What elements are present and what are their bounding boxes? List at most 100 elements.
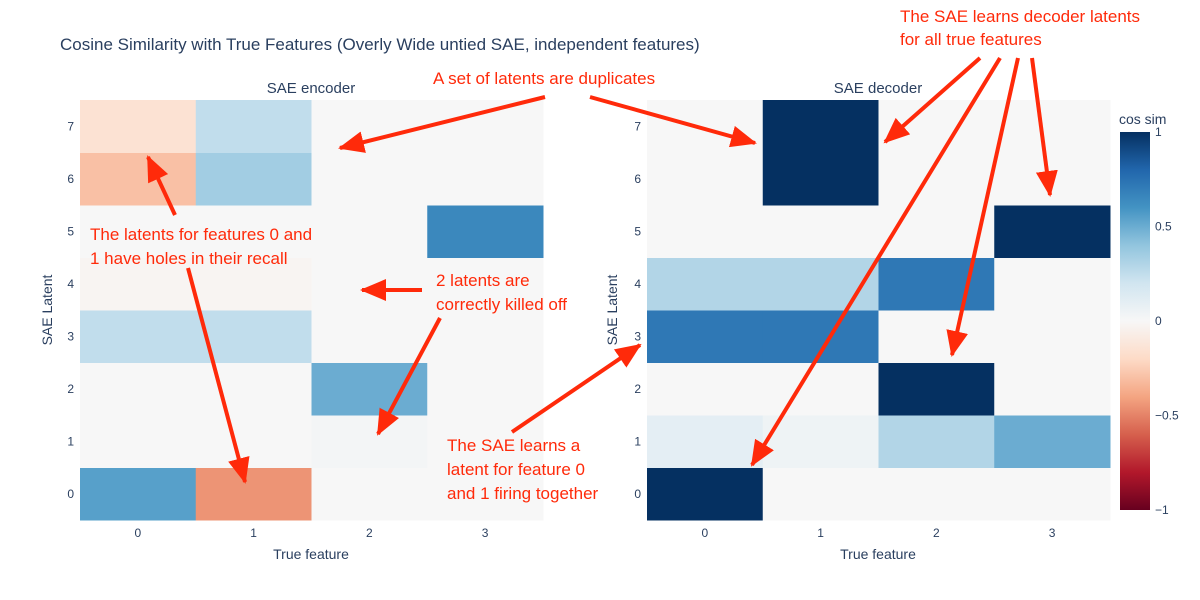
encoder-cell: [427, 100, 544, 153]
decoder-cell: [762, 257, 879, 311]
encoder-x-tick-label: 0: [135, 526, 142, 540]
decoder-cell: [762, 415, 879, 468]
encoder-cell: [80, 467, 197, 521]
encoder-cell: [195, 257, 312, 311]
encoder-cell: [195, 100, 312, 153]
decoder-cell: [647, 467, 764, 521]
chart-title: Cosine Similarity with True Features (Ov…: [60, 35, 700, 54]
decoder-cell: [647, 205, 764, 258]
annotation-holes-line2: 1 have holes in their recall: [90, 249, 288, 268]
encoder-y-tick-label: 7: [67, 119, 74, 133]
decoder-y-tick-label: 2: [634, 382, 641, 396]
encoder-cell: [195, 205, 312, 258]
decoder-y-tick-label: 0: [634, 487, 641, 501]
encoder-subtitle: SAE encoder: [267, 80, 355, 97]
decoder-cell: [878, 467, 995, 521]
decoder-cell: [878, 100, 995, 153]
decoder-y-tick-label: 3: [634, 329, 641, 343]
arrow-decoder-all-1: [883, 56, 982, 144]
encoder-cell: [311, 310, 428, 363]
colorbar-gradient: [1120, 132, 1150, 510]
colorbar-title: cos sim: [1119, 111, 1166, 127]
decoder-x-tick-label: 3: [1049, 526, 1056, 540]
decoder-cell: [994, 467, 1111, 521]
arrow-decoder-all-3: [946, 57, 1020, 357]
decoder-cell: [762, 152, 879, 206]
decoder-cell: [647, 100, 764, 153]
encoder-cell: [427, 205, 544, 258]
encoder-y-tick-label: 4: [67, 277, 74, 291]
decoder-cell: [647, 257, 764, 311]
encoder-cell: [311, 205, 428, 258]
annotation-together-line2: latent for feature 0: [447, 460, 585, 479]
encoder-cell: [311, 415, 428, 468]
decoder-cell: [762, 467, 879, 521]
arrow-decoder-all-2: [750, 56, 1002, 467]
annotation-together-line1: The SAE learns a: [447, 436, 581, 455]
decoder-y-tick-label: 4: [634, 277, 641, 291]
decoder-cell: [878, 415, 995, 468]
encoder-cell: [311, 152, 428, 206]
arrow-holes-down: [186, 267, 250, 484]
decoder-x-tick-label: 0: [702, 526, 709, 540]
decoder-cell: [994, 152, 1111, 206]
decoder-x-tick-label: 2: [933, 526, 940, 540]
annotation-holes-line1: The latents for features 0 and: [90, 225, 312, 244]
arrow-duplicates-decoder: [589, 95, 757, 148]
decoder-cell: [994, 415, 1111, 468]
decoder-x-ticks: 0 1 2 3: [702, 526, 1056, 540]
decoder-cell: [647, 415, 764, 468]
colorbar: cos sim 10.50−0.5−1: [1119, 111, 1179, 517]
annotation-together-line3: and 1 firing together: [447, 484, 599, 503]
decoder-cell: [878, 362, 995, 416]
encoder-cell: [195, 467, 312, 521]
encoder-y-tick-label: 1: [67, 434, 74, 448]
decoder-cell: [994, 362, 1111, 416]
annotation-decoder-all-line2: for all true features: [900, 30, 1042, 49]
decoder-cell: [762, 100, 879, 153]
encoder-cell: [80, 362, 197, 416]
colorbar-tick-label: 0: [1155, 314, 1162, 328]
encoder-cell: [311, 467, 428, 521]
encoder-cell: [427, 362, 544, 416]
decoder-cell: [994, 205, 1111, 258]
decoder-cell: [878, 257, 995, 311]
colorbar-ticks: 10.50−0.5−1: [1155, 125, 1179, 517]
arrow-together: [510, 343, 642, 434]
encoder-cell: [80, 257, 197, 311]
encoder-cell: [80, 310, 197, 363]
encoder-cell: [80, 152, 197, 206]
encoder-cell: [80, 415, 197, 468]
encoder-cell: [427, 467, 544, 521]
decoder-subtitle: SAE decoder: [834, 80, 922, 97]
decoder-cell: [647, 152, 764, 206]
encoder-y-tick-label: 6: [67, 172, 74, 186]
encoder-cell: [195, 310, 312, 363]
encoder-cell: [427, 152, 544, 206]
colorbar-tick-label: −1: [1155, 503, 1169, 517]
encoder-y-tick-label: 2: [67, 382, 74, 396]
annotation-killed-line1: 2 latents are: [436, 271, 530, 290]
decoder-y-tick-label: 1: [634, 434, 641, 448]
arrow-duplicates-encoder: [338, 95, 546, 153]
colorbar-tick-label: 1: [1155, 125, 1162, 139]
arrow-holes-up: [146, 155, 177, 216]
decoder-y-tick-label: 7: [634, 119, 641, 133]
decoder-cell: [647, 310, 764, 363]
colorbar-tick-label: 0.5: [1155, 220, 1172, 234]
decoder-cell: [994, 257, 1111, 311]
encoder-y-tick-label: 5: [67, 224, 74, 238]
decoder-cell: [762, 205, 879, 258]
encoder-cell: [311, 362, 428, 416]
encoder-x-tick-label: 3: [482, 526, 489, 540]
arrow-decoder-all-4: [1030, 57, 1058, 197]
annotation-decoder-all-line1: The SAE learns decoder latents: [900, 7, 1140, 26]
encoder-cell: [80, 100, 197, 153]
decoder-x-tick-label: 1: [817, 526, 824, 540]
decoder-cell: [994, 100, 1111, 153]
